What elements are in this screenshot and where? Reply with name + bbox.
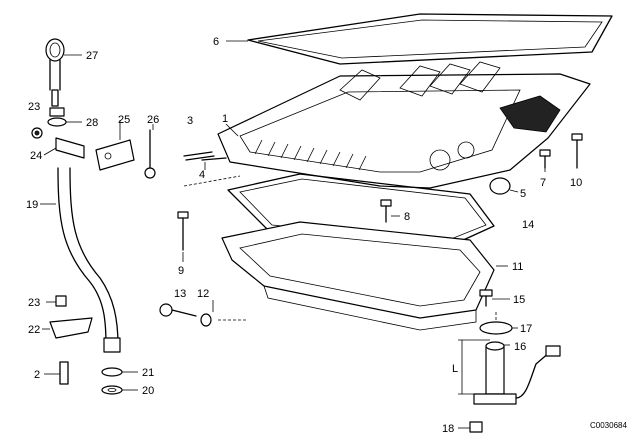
label-22: 22: [28, 324, 40, 336]
label-14: 14: [522, 219, 534, 231]
label-18: 18: [442, 423, 454, 435]
assembly-line-4: [183, 175, 241, 187]
bracket-22[interactable]: [42, 317, 93, 339]
clamp-25[interactable]: [95, 120, 135, 171]
label-23-top: 23: [28, 101, 40, 113]
label-11: 11: [512, 261, 523, 273]
bolt-15[interactable]: [479, 289, 510, 307]
label-2: 2: [34, 369, 40, 381]
label-25: 25: [118, 114, 130, 126]
label-10: 10: [570, 177, 582, 189]
upper-gasket-6[interactable]: [226, 13, 613, 65]
bolt-10[interactable]: [571, 133, 583, 169]
label-19: 19: [26, 199, 38, 211]
label-15: 15: [513, 294, 525, 306]
label-23-bottom: 23: [28, 297, 40, 309]
label-28: 28: [86, 117, 98, 129]
bolt-7[interactable]: [539, 149, 551, 172]
oil-level-sensor-16[interactable]: [473, 341, 561, 405]
washer-12[interactable]: [200, 300, 248, 327]
stud-3[interactable]: [183, 151, 215, 161]
bracket-24[interactable]: [31, 127, 85, 159]
label-5: 5: [520, 188, 526, 200]
label-20: 20: [142, 385, 154, 397]
bolt-9[interactable]: [177, 211, 189, 262]
nut-23-bottom[interactable]: [46, 295, 67, 307]
label-1: 1: [222, 113, 228, 125]
label-13: 13: [174, 288, 186, 300]
label-12: 12: [197, 288, 209, 300]
bolt-26[interactable]: [144, 124, 156, 179]
bolt-13[interactable]: [159, 303, 197, 317]
label-27: 27: [86, 50, 98, 62]
label-21: 21: [142, 367, 154, 379]
label-3: 3: [187, 115, 193, 127]
label-8: 8: [404, 211, 410, 223]
guide-tube-19[interactable]: [40, 167, 121, 353]
dipstick-27[interactable]: [45, 38, 82, 107]
label-7: 7: [540, 177, 546, 189]
label-6: 6: [213, 36, 219, 48]
label-9: 9: [178, 265, 184, 277]
label-24: 24: [30, 150, 42, 162]
plug-5[interactable]: [489, 177, 519, 195]
washer-20[interactable]: [101, 385, 138, 395]
label-L: L: [452, 363, 458, 375]
label-16: 16: [514, 341, 526, 353]
label-4: 4: [199, 169, 205, 181]
bolt-18[interactable]: [458, 421, 483, 433]
label-26: 26: [147, 114, 159, 126]
catalog-number: C0030684: [590, 421, 627, 430]
label-17: 17: [520, 323, 532, 335]
stud-4[interactable]: [201, 157, 227, 170]
nut-23-top[interactable]: [49, 107, 65, 117]
o-ring-21[interactable]: [101, 367, 138, 377]
lower-oil-pan-11[interactable]: [221, 221, 508, 331]
gasket-17[interactable]: [479, 321, 518, 335]
stud-2[interactable]: [44, 361, 69, 385]
upper-oil-pan-1[interactable]: [217, 61, 591, 189]
bolt-8[interactable]: [380, 199, 400, 223]
dimension-L: [458, 339, 490, 395]
o-ring-28[interactable]: [47, 117, 82, 127]
